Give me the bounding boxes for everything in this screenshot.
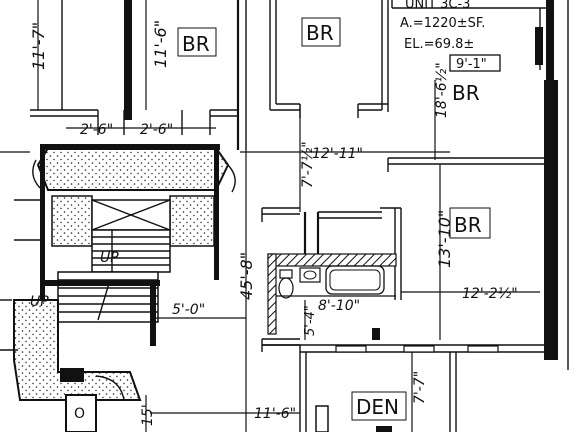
dimension-lines: [0, 0, 540, 432]
dim-15: 15': [140, 404, 156, 426]
bedroom-top-left-walls: [30, 0, 247, 150]
stair-treads-upper: [91, 229, 171, 273]
dim-8-10: 8'-10": [318, 298, 360, 314]
toilet: [278, 277, 294, 299]
stair-label-up-2: UP: [30, 294, 49, 310]
dim-11-6-top: 11'-6": [151, 20, 170, 68]
dim-7-7-bottom: 7'-7": [412, 371, 428, 404]
dim-12-11: 12'-11": [312, 146, 363, 162]
dimension-labels: 11'-7" 11'-6" 2'-6" 2'-6" 18'-6½" 12'-11…: [29, 20, 518, 426]
corridor-walls: [261, 207, 382, 352]
unit-area: A.=1220±SF.: [400, 16, 485, 31]
dim-5-0: 5'-0": [172, 302, 205, 318]
right-bedroom-walls: [380, 104, 544, 300]
room-label-br-right-lower: BR: [454, 213, 482, 237]
stair-core: O: [13, 144, 236, 432]
den-walls: [262, 344, 544, 432]
dim-12-2-half: 12'-2½": [462, 286, 518, 302]
dim-5-4: 5'-4": [303, 305, 318, 336]
dim-7-7-half: 7'-7½": [300, 141, 316, 188]
dim-2-6-b: 2'-6": [140, 122, 173, 138]
stair-label-up-1: UP: [100, 250, 119, 266]
exterior-wall-right: [544, 80, 558, 360]
elevator-marker: O: [74, 406, 85, 422]
room-labels: BR BR BR BR DEN UP UP: [30, 17, 491, 421]
dim-18-6-half: 18'-6½": [434, 62, 450, 118]
dim-11-7: 11'-7": [29, 22, 48, 70]
dim-13-10: 13'-10": [435, 210, 454, 268]
sink: [299, 267, 321, 283]
room-label-br-right-upper: BR: [452, 81, 480, 105]
room-label-br-top-left: BR: [182, 32, 210, 56]
ceiling-height-box: [449, 54, 501, 72]
ceiling-height: 9'-1": [456, 57, 487, 72]
unit-number: UNIT 3C-3: [405, 0, 470, 12]
room-label-br-top-mid: BR: [306, 21, 334, 45]
unit-info-block: UNIT 3C-3 A.=1220±SF. EL.=69.8± 9'-1": [391, 0, 554, 80]
dim-45-8: 45'-8": [237, 252, 256, 300]
bathroom: [267, 253, 397, 340]
bathtub: [325, 265, 385, 295]
dim-11-6-bottom: 11'-6": [254, 406, 296, 422]
room-label-den: DEN: [356, 395, 399, 419]
dim-2-6-a: 2'-6": [80, 122, 113, 138]
unit-elevation: EL.=69.8±: [404, 37, 474, 52]
elevator-box: [65, 394, 97, 432]
